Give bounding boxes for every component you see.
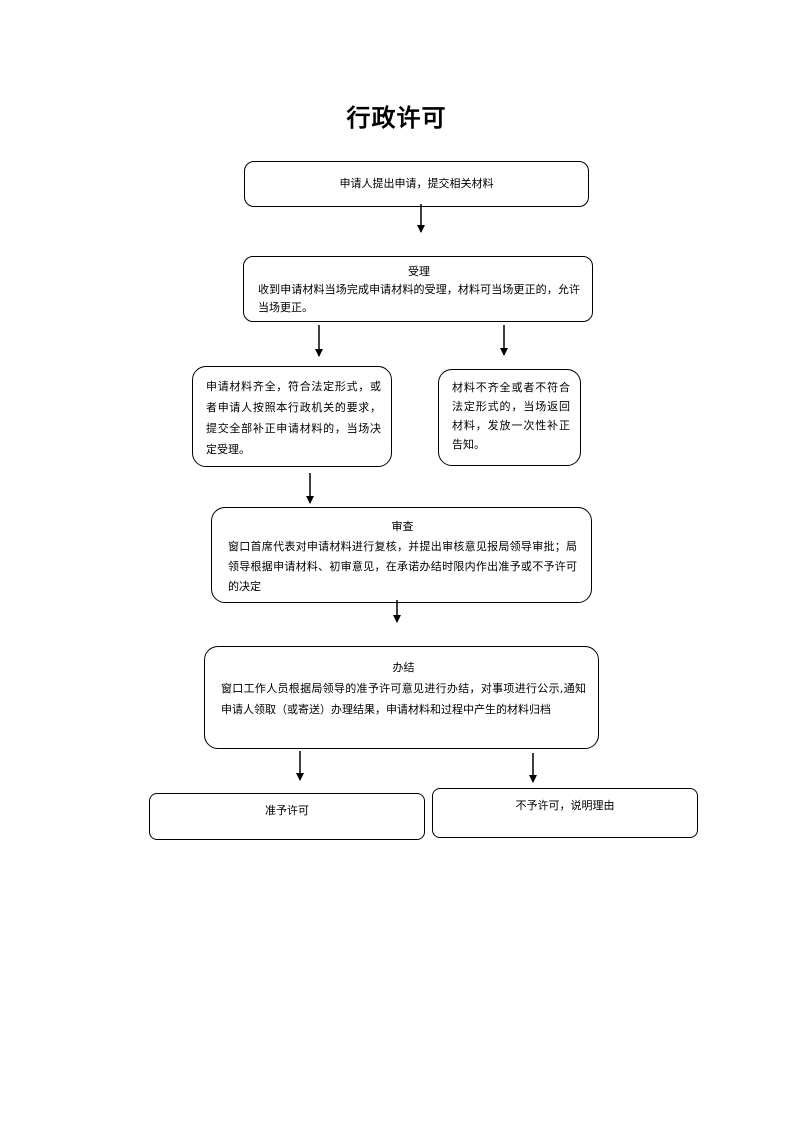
step-apply-box: 申请人提出申请，提交相关材料 [244,161,589,207]
step-conclude-box: 办结 窗口工作人员根据局领导的准予许可意见进行办结，对事项进行公示,通知申请人领… [204,646,599,749]
step-complete-body: 申请材料齐全，符合法定形式，或者申请人按照本行政机关的要求，提交全部补正申请材料… [206,380,381,456]
step-incomplete-box: 材料不齐全或者不符合法定形式的，当场返回材料，发放一次性补正告知。 [438,369,581,466]
step-complete-box: 申请材料齐全，符合法定形式，或者申请人按照本行政机关的要求，提交全部补正申请材料… [192,366,392,467]
step-deny-box: 不予许可，说明理由 [432,788,698,838]
step-review-heading: 审查 [391,520,414,533]
step-conclude-heading: 办结 [392,661,415,674]
step-accept-body: 收到申请材料当场完成申请材料的受理，材料可当场更正的，允许当场更正。 [258,283,580,314]
step-incomplete-body: 材料不齐全或者不符合法定形式的，当场返回材料，发放一次性补正告知。 [452,381,570,451]
step-grant-text: 准予许可 [265,804,309,817]
step-review-body: 窗口首席代表对申请材料进行复核，并提出审核意见报局领导审批；局领导根据申请材料、… [228,540,577,593]
step-conclude-body: 窗口工作人员根据局领导的准予许可意见进行办结，对事项进行公示,通知申请人领取（或… [221,682,586,716]
step-apply-text: 申请人提出申请，提交相关材料 [339,177,494,190]
step-accept-heading: 受理 [408,265,430,278]
step-deny-text: 不予许可，说明理由 [515,799,615,812]
page-title: 行政许可 [346,103,447,132]
step-grant-box: 准予许可 [149,793,425,840]
step-review-box: 审查 窗口首席代表对申请材料进行复核，并提出审核意见报局领导审批；局领导根据申请… [211,507,592,603]
step-accept-box: 受理 收到申请材料当场完成申请材料的受理，材料可当场更正的，允许当场更正。 [243,256,593,322]
